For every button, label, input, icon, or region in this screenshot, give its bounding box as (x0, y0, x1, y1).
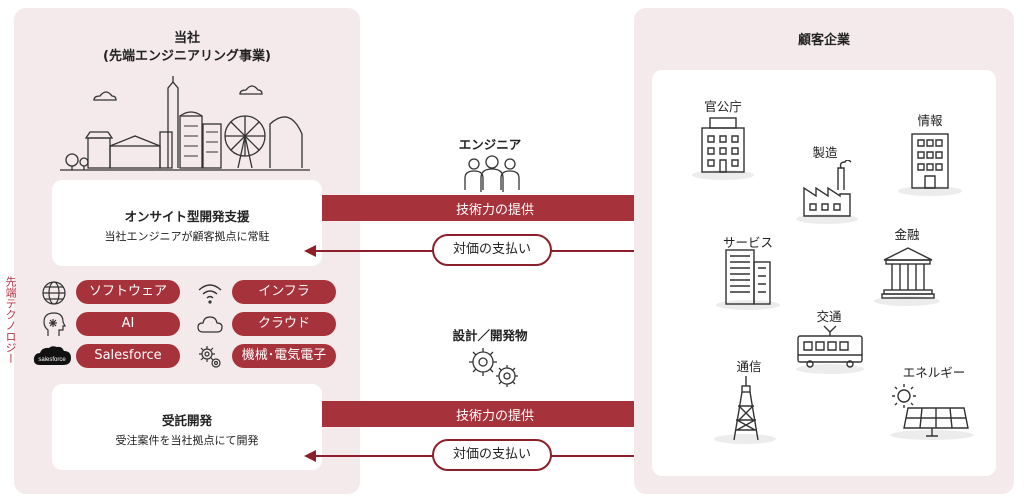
gears-icon (199, 346, 221, 368)
shadow (796, 214, 858, 224)
customer-title: 顧客企業 (797, 33, 850, 48)
contract-subtitle: 受注案件を当社拠点にて開発 (115, 434, 259, 447)
provide-label-2: 技術力の提供 (455, 409, 534, 424)
provide-arrow-1 (322, 185, 688, 231)
broadcast-tower-icon (733, 376, 759, 441)
onsite-title: オンサイト型開発支援 (124, 209, 250, 224)
bank-icon (881, 247, 935, 299)
tech-ai: AI (76, 312, 180, 336)
customer-government-label: 官公庁 (704, 99, 742, 114)
tech-infra: インフラ (232, 280, 336, 304)
shadow (716, 300, 780, 310)
government-building-icon (701, 117, 745, 173)
company-title: 当社 (先端エンジニアリング事業) (103, 31, 271, 64)
office-building-icon (911, 133, 949, 189)
payment-label-2: 対価の支払い (432, 439, 552, 471)
shadow (714, 434, 776, 444)
onsite-service-box: オンサイト型開発支援 当社エンジニアが顧客拠点に常駐 (52, 180, 322, 266)
tech-category-label: 先端テクノロジー (4, 276, 17, 364)
contract-title: 受託開発 (161, 413, 212, 428)
customer-transport-label: 交通 (816, 309, 842, 324)
tech-software: ソフトウェア (76, 280, 180, 304)
customer-information-label: 情報 (917, 113, 943, 128)
train-icon (797, 325, 863, 368)
salesforce-logo: salesforce (33, 346, 71, 365)
customer-services-label: サービス (722, 235, 773, 250)
shadow (796, 364, 864, 374)
customer-telecom-label: 通信 (736, 359, 762, 374)
tech-salesforce: Salesforce (76, 344, 180, 368)
contract-service-box: 受託開発 受注案件を当社拠点にて開発 (52, 384, 322, 470)
ai-head-icon (43, 312, 66, 336)
customer-manufacturing-label: 製造 (812, 145, 838, 160)
tech-cloud: クラウド (232, 312, 336, 336)
city-skyline-icon (60, 76, 310, 171)
shadow (874, 296, 940, 306)
solar-panel-icon (892, 384, 969, 437)
globe-icon (42, 281, 66, 305)
customer-finance-label: 金融 (894, 227, 920, 242)
engineers-icon (464, 155, 520, 192)
cloud-icon (197, 316, 223, 333)
factory-icon (803, 160, 852, 217)
wifi-icon (198, 284, 222, 304)
design-label: 設計／開発物 (452, 328, 528, 343)
shadow (898, 186, 962, 196)
tech-mechanical: 機械･電気電子 (232, 344, 336, 368)
engineer-label: エンジニア (458, 137, 522, 152)
customer-energy-label: エネルギー (902, 365, 966, 380)
tower-building-icon (725, 249, 771, 305)
payment-label-1: 対価の支払い (432, 234, 552, 266)
provide-label-1: 技術力の提供 (455, 203, 534, 218)
gears-output-icon (469, 348, 518, 387)
svg-text:salesforce: salesforce (38, 357, 66, 363)
provide-arrow-2 (322, 391, 688, 437)
onsite-subtitle: 当社エンジニアが顧客拠点に常駐 (104, 230, 270, 243)
shadow (692, 170, 754, 180)
